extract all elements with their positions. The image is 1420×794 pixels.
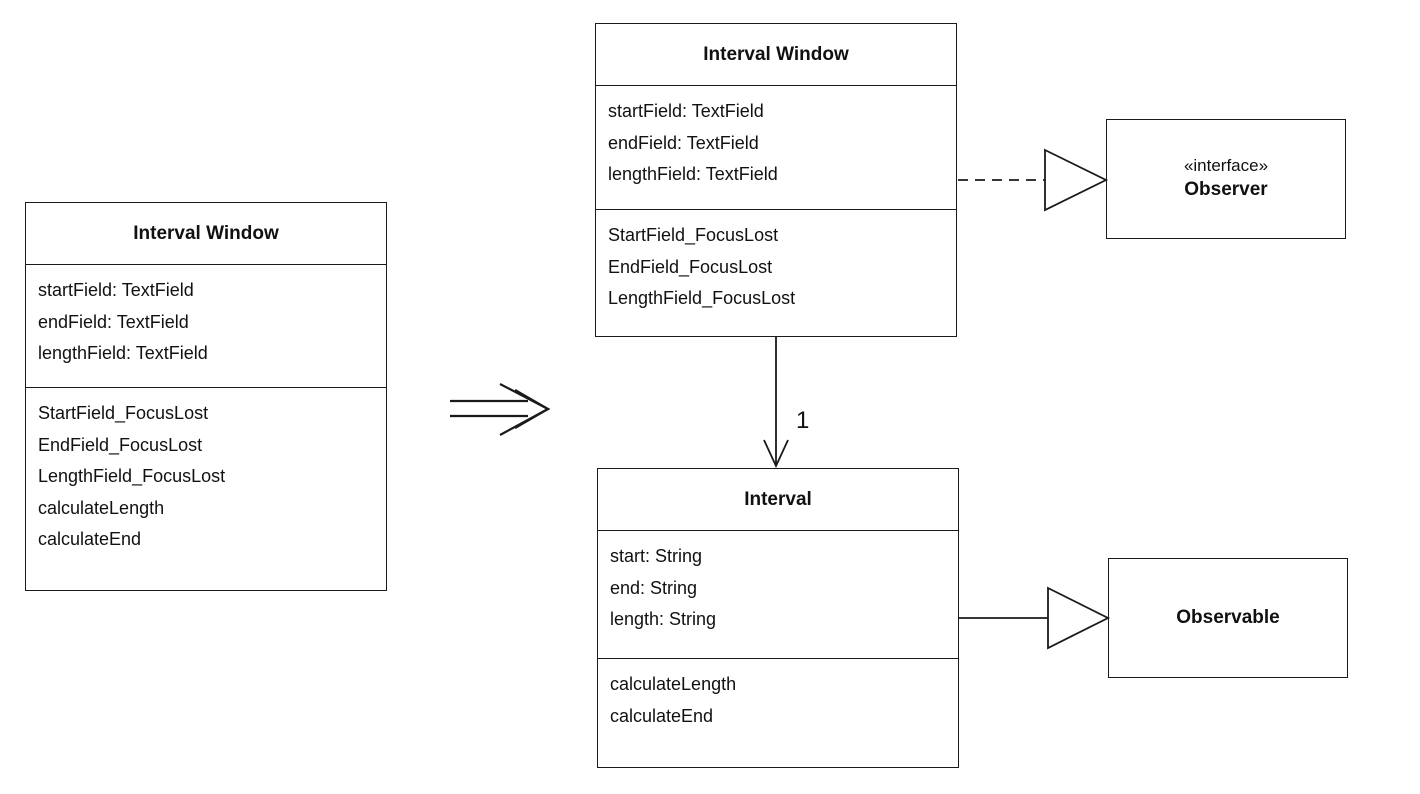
attribute: lengthField: TextField — [608, 164, 778, 184]
operations-section: calculateLength calculateEnd — [598, 659, 958, 732]
attribute: startField: TextField — [38, 280, 194, 300]
attribute: endField: TextField — [38, 311, 189, 332]
attributes-section: start: String end: String length: String — [598, 531, 958, 659]
operations-section: StartField_FocusLost EndField_FocusLost … — [596, 210, 956, 315]
attribute: endField: TextField — [608, 132, 759, 153]
class-name: Observable — [1176, 607, 1280, 628]
generalization-link — [959, 586, 1111, 650]
operation: calculateEnd — [38, 529, 142, 549]
realization-link — [958, 148, 1109, 212]
operation: calculateLength — [38, 497, 165, 518]
class-name: Interval — [598, 469, 958, 531]
association-link — [763, 337, 789, 469]
operation: StartField_FocusLost — [608, 225, 779, 245]
operation: EndField_FocusLost — [38, 434, 203, 455]
class-name: Interval Window — [26, 203, 386, 265]
right-interval-window-class: Interval Window startField: TextField en… — [595, 23, 957, 337]
left-interval-window-class: Interval Window startField: TextField en… — [25, 202, 387, 591]
observer-interface: «interface» Observer — [1106, 119, 1346, 239]
multiplicity-label: 1 — [796, 407, 810, 434]
attributes-section: startField: TextField endField: TextFiel… — [26, 265, 386, 388]
attribute: end: String — [610, 577, 698, 598]
operation: StartField_FocusLost — [38, 403, 209, 423]
interval-class: Interval start: String end: String lengt… — [597, 468, 959, 768]
observable-class: Observable — [1108, 558, 1348, 678]
operations-section: StartField_FocusLost EndField_FocusLost … — [26, 388, 386, 556]
operation: calculateLength — [610, 674, 737, 694]
attribute: lengthField: TextField — [38, 343, 208, 363]
operation: LengthField_FocusLost — [38, 466, 226, 486]
attribute: start: String — [610, 546, 703, 566]
operation: calculateEnd — [610, 705, 714, 726]
operation: EndField_FocusLost — [608, 256, 773, 277]
operation: LengthField_FocusLost — [608, 288, 796, 308]
stereotype-label: «interface» — [1183, 156, 1269, 175]
attribute: length: String — [610, 609, 717, 629]
attributes-section: startField: TextField endField: TextFiel… — [596, 86, 956, 210]
class-name: Interval Window — [596, 24, 956, 86]
interface-name: Observer — [1184, 179, 1268, 200]
attribute: startField: TextField — [608, 101, 764, 121]
refactor-arrow — [450, 383, 551, 436]
